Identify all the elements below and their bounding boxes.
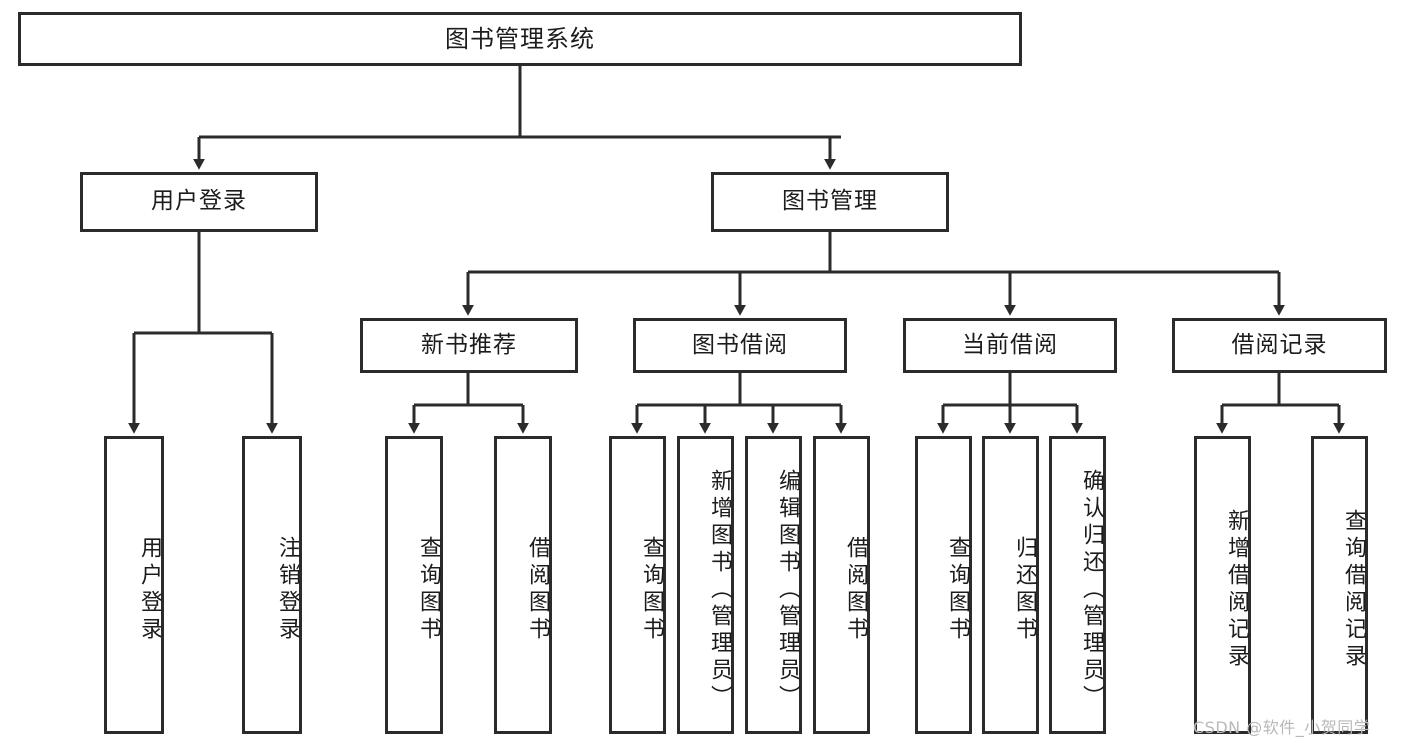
leaf-borrow-record-query[interactable]: 查询借阅记录 bbox=[1311, 436, 1368, 734]
leaf-user-login-login[interactable]: 用户登录 bbox=[104, 436, 164, 734]
leaf-current-borrow-query[interactable]: 查询图书 bbox=[915, 436, 972, 734]
leaf-current-borrow-return[interactable]: 归还图书 bbox=[982, 436, 1039, 734]
node-borrow-record[interactable]: 借阅记录 bbox=[1172, 318, 1387, 373]
leaf-borrow-record-add[interactable]: 新增借阅记录 bbox=[1194, 436, 1251, 734]
node-current-borrow[interactable]: 当前借阅 bbox=[903, 318, 1117, 373]
leaf-current-borrow-confirm-return[interactable]: 确认归还（管理员） bbox=[1049, 436, 1106, 734]
node-user-login[interactable]: 用户登录 bbox=[80, 172, 318, 232]
leaf-book-borrow-query[interactable]: 查询图书 bbox=[609, 436, 666, 734]
csdn-watermark: CSDN @软件_小贺同学 bbox=[1193, 718, 1371, 737]
leaf-book-borrow-edit[interactable]: 编辑图书（管理员） bbox=[745, 436, 802, 734]
node-root[interactable]: 图书管理系统 bbox=[18, 12, 1022, 66]
node-new-book-recommend[interactable]: 新书推荐 bbox=[360, 318, 578, 373]
leaf-new-book-borrow[interactable]: 借阅图书 bbox=[494, 436, 552, 734]
leaf-user-login-logout[interactable]: 注销登录 bbox=[242, 436, 302, 734]
node-book-manage[interactable]: 图书管理 bbox=[711, 172, 949, 232]
node-book-borrow[interactable]: 图书借阅 bbox=[633, 318, 847, 373]
leaf-book-borrow-borrow[interactable]: 借阅图书 bbox=[813, 436, 870, 734]
leaf-book-borrow-add[interactable]: 新增图书（管理员） bbox=[677, 436, 734, 734]
leaf-new-book-query[interactable]: 查询图书 bbox=[385, 436, 443, 734]
